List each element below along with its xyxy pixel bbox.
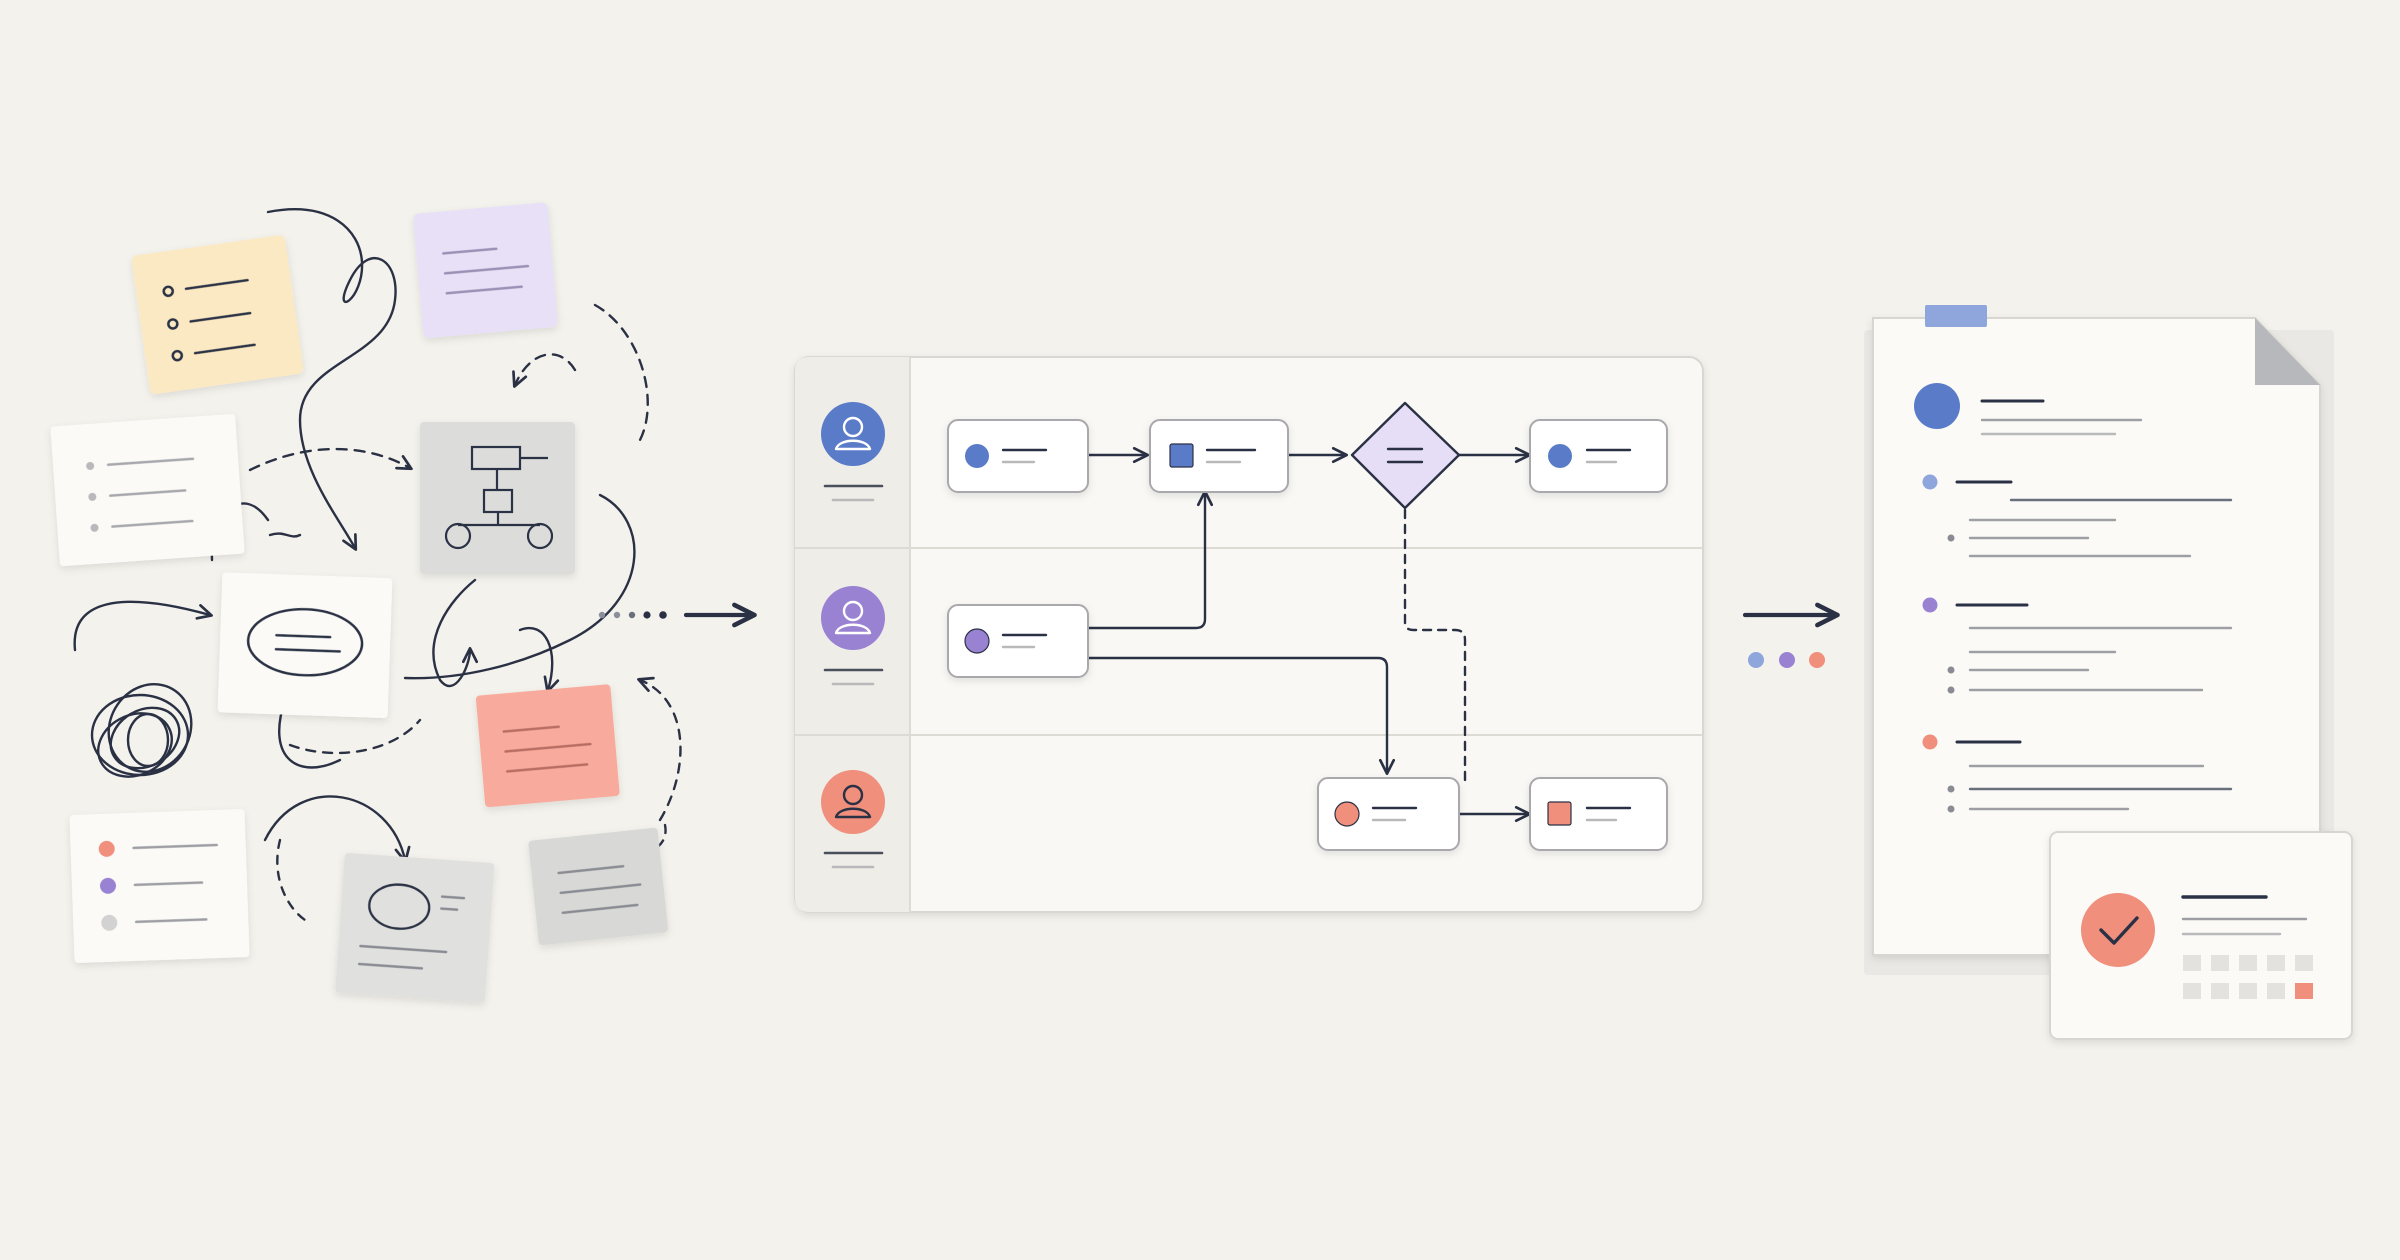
- tilde-mark: [268, 532, 302, 538]
- sticky-note-yellow: [131, 235, 304, 394]
- paper-note-colored-list: [69, 809, 250, 963]
- gray-card-sketch: [335, 852, 495, 1003]
- dashed-arrow-right-up: [637, 676, 682, 822]
- gray-note-small: [528, 827, 668, 946]
- checkmark-icon: [2099, 916, 2139, 945]
- node-start-blue: [947, 419, 1089, 493]
- paper-note-list: [50, 414, 245, 567]
- check-badge: [2081, 893, 2155, 967]
- status-grid: [2183, 955, 2313, 999]
- chaos-cluster: [50, 202, 682, 1003]
- node-start-coral: [1317, 777, 1460, 851]
- dashed-curve-right: [593, 303, 649, 442]
- scribble-lines: [73, 208, 682, 922]
- arrow-to-oval-note: [73, 600, 213, 652]
- arrow-to-coral-note: [518, 627, 560, 693]
- sticky-note-coral: [475, 684, 620, 808]
- dashed-arrow-mid: [248, 447, 413, 472]
- connector-chaos-to-process: [598, 602, 757, 628]
- result-document: [1864, 305, 2334, 975]
- lane-avatar-coral: [821, 770, 885, 869]
- node-start-purple: [947, 604, 1089, 678]
- connector-process-to-result: [1742, 602, 1840, 668]
- person-icon: [842, 784, 864, 806]
- document-tab: [1925, 305, 1987, 327]
- curve-right-loop: [403, 493, 636, 680]
- sticky-note-lavender: [413, 202, 558, 338]
- scribble-arrow-top: [266, 208, 397, 551]
- flow-connectors: [1086, 446, 1532, 823]
- person-icon: [842, 600, 864, 622]
- swimlane-panel: [794, 356, 1704, 913]
- dashed-arrow-top: [512, 353, 577, 388]
- document-fold: [2255, 318, 2320, 385]
- approval-card: [2049, 831, 2353, 1040]
- node-task-blue: [1149, 419, 1289, 493]
- person-icon: [842, 416, 864, 438]
- dashed-curve-bottom: [276, 838, 307, 922]
- node-task-coral: [1529, 777, 1668, 851]
- arrow-to-flow-card: [432, 578, 479, 688]
- curve-left-low: [278, 698, 342, 769]
- flowchart-card: [420, 422, 575, 574]
- lane-avatar-purple: [821, 586, 885, 686]
- lane-avatar-blue: [821, 402, 885, 502]
- tangle-scribble: [90, 682, 193, 778]
- paper-note-oval: [217, 572, 393, 719]
- arrow-to-gray-card: [263, 795, 411, 863]
- node-decision: [1350, 401, 1461, 510]
- dashed-curve-center: [288, 718, 422, 755]
- node-end-blue: [1529, 419, 1668, 493]
- document-icon: [1872, 317, 2321, 956]
